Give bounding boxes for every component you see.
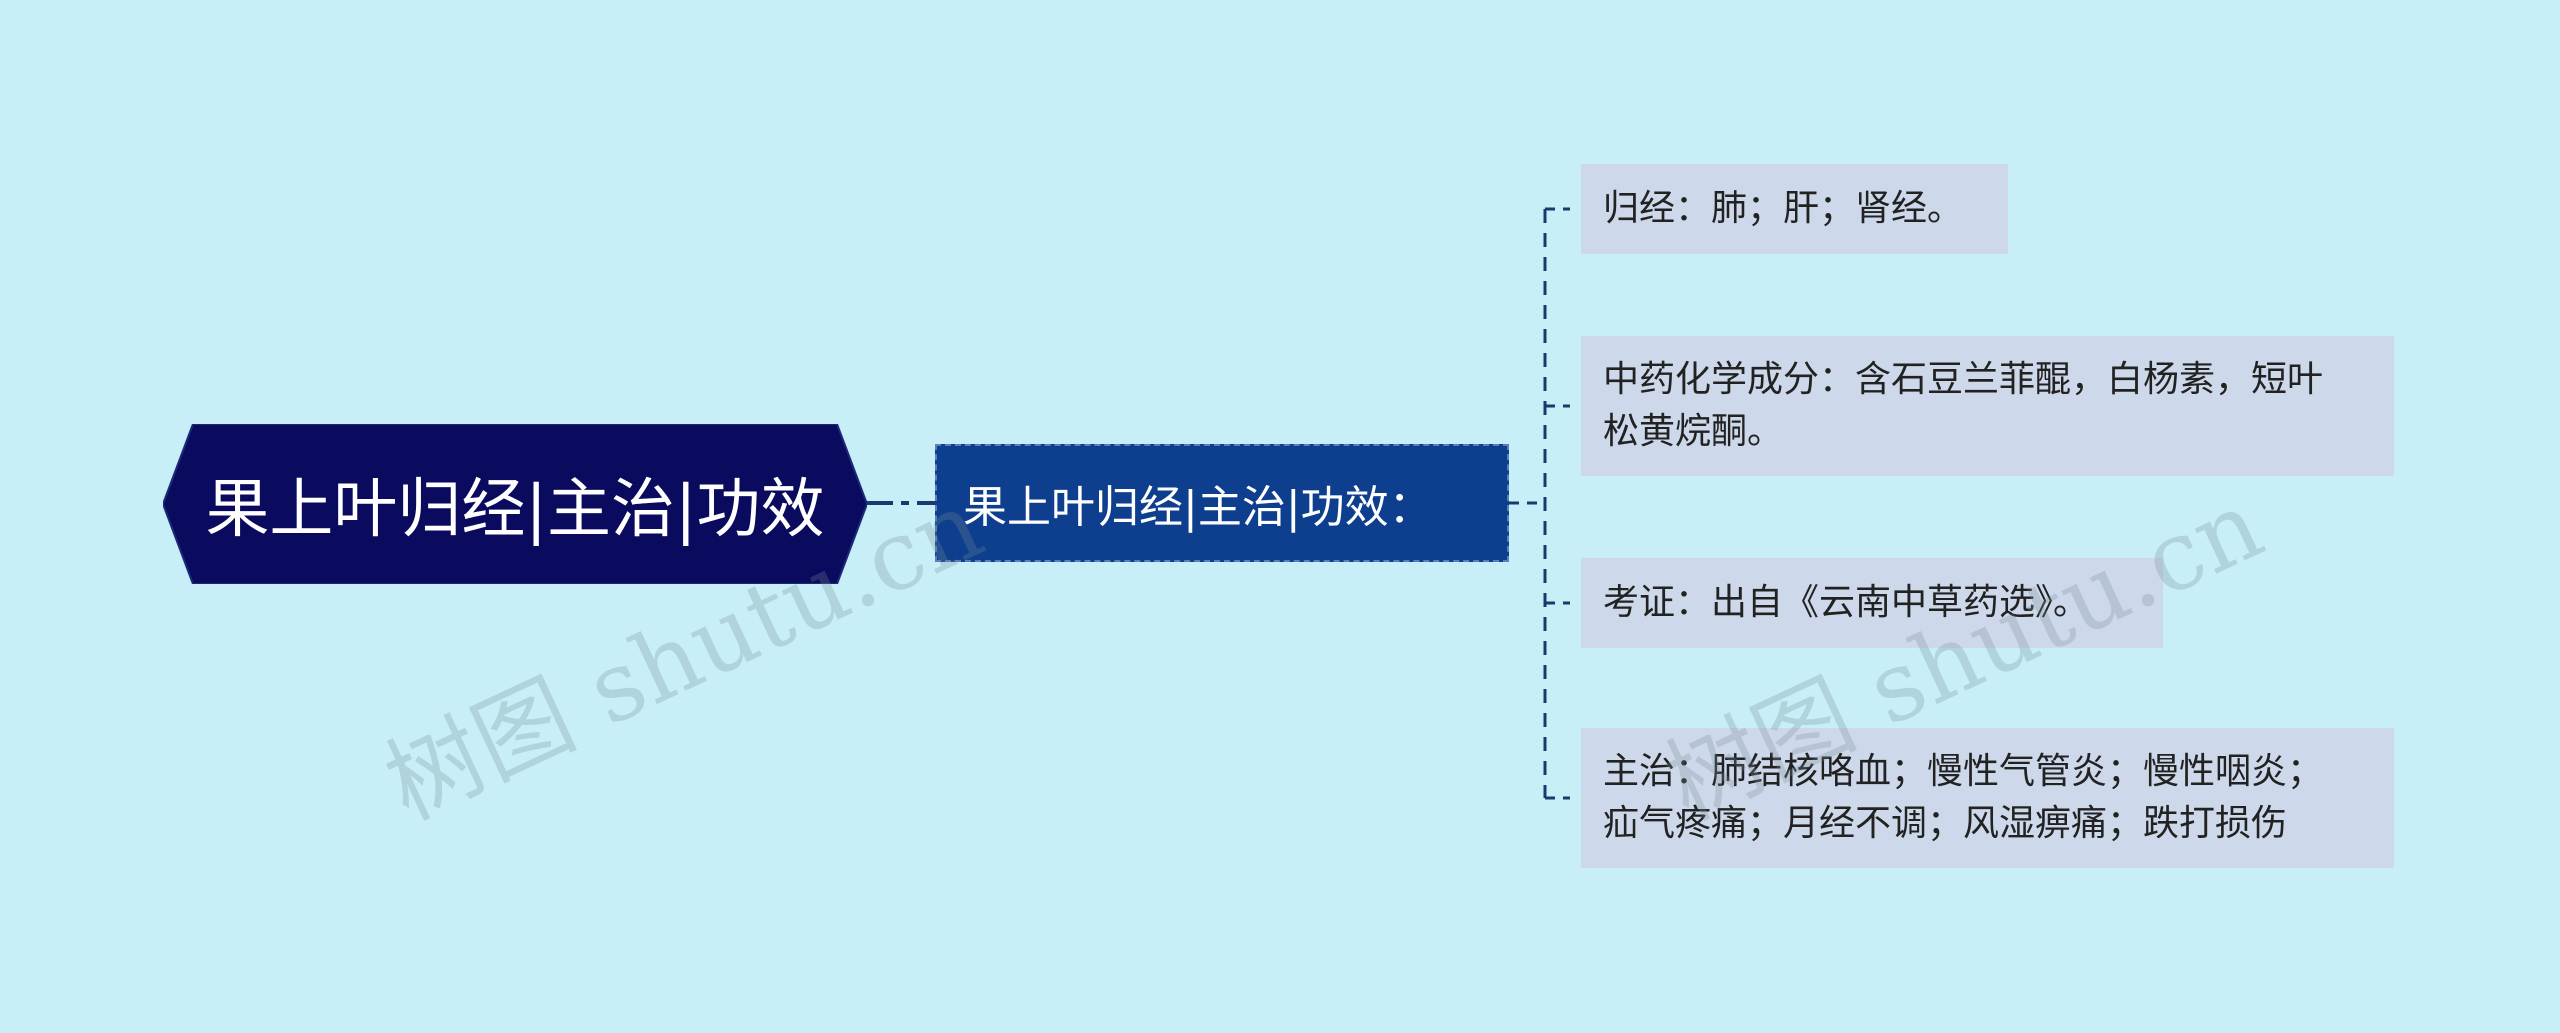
topic-node[interactable]: 果上叶归经|主治|功效： bbox=[935, 444, 1509, 562]
leaf-node-line: 归经：肺；肝；肾经。 bbox=[1603, 188, 1964, 229]
leaf-node-line: 考证：出自《云南中草药选》。 bbox=[1603, 582, 2090, 623]
leaf-node-line: 主治：肺结核咯血；慢性气管炎；慢性咽炎； bbox=[1603, 751, 2324, 792]
leaf-node-chemistry[interactable]: 中药化学成分：含石豆兰菲醌，白杨素，短叶 松黄烷酮。 bbox=[1581, 336, 2394, 476]
leaf-node-line: 疝气疼痛；月经不调；风湿痹痛；跌打损伤 bbox=[1603, 803, 2288, 844]
leaf-node-indications[interactable]: 主治：肺结核咯血；慢性气管炎；慢性咽炎； 疝气疼痛；月经不调；风湿痹痛；跌打损伤 bbox=[1581, 728, 2394, 868]
leaf-node-meridian[interactable]: 归经：肺；肝；肾经。 bbox=[1581, 164, 2008, 254]
leaf-node-source[interactable]: 考证：出自《云南中草药选》。 bbox=[1581, 558, 2163, 648]
topic-node-label: 果上叶归经|主治|功效： bbox=[963, 482, 1433, 533]
leaf-node-line: 中药化学成分：含石豆兰菲醌，白杨素，短叶 bbox=[1603, 359, 2324, 400]
root-node-label: 果上叶归经|主治|功效 bbox=[205, 473, 825, 547]
root-node[interactable]: 果上叶归经|主治|功效 bbox=[163, 424, 867, 584]
root-node-hexagon bbox=[163, 424, 867, 584]
leaf-node-line: 松黄烷酮。 bbox=[1603, 411, 1784, 452]
